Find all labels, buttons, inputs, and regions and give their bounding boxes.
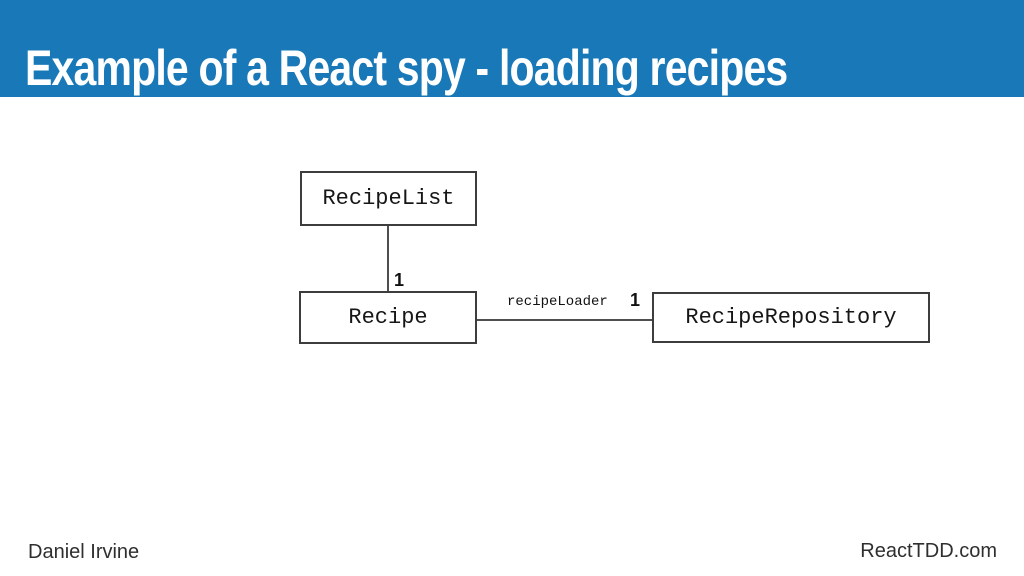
slide-title: Example of a React spy - loading recipes	[25, 40, 788, 96]
slide-header-bar: Example of a React spy - loading recipes	[0, 0, 1024, 97]
edge-label-recipeloader: recipeLoader	[507, 294, 608, 310]
connector-recipelist-recipe	[387, 226, 389, 291]
node-recipe-label: Recipe	[348, 305, 428, 330]
footer-author: Daniel Irvine	[28, 541, 140, 563]
node-recipe: Recipe	[299, 291, 477, 344]
connector-recipe-reciperepository	[477, 319, 652, 321]
node-recipelist-label: RecipeList	[322, 186, 455, 211]
node-recipelist: RecipeList	[300, 171, 477, 226]
multiplicity-recipe: 1	[394, 270, 405, 290]
node-reciperepository: RecipeRepository	[652, 292, 930, 343]
footer-site: ReactTDD.com	[860, 540, 997, 562]
node-reciperepository-label: RecipeRepository	[685, 305, 897, 330]
multiplicity-reciperepository: 1	[630, 290, 641, 310]
